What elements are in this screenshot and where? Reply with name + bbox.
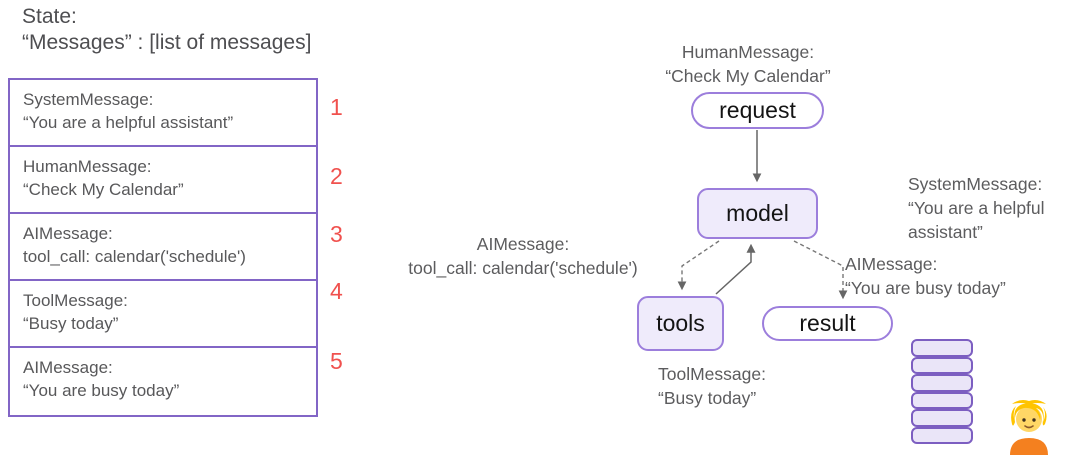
message-row: ToolMessage: “Busy today” xyxy=(10,281,316,348)
messages-table: SystemMessage: “You are a helpful assist… xyxy=(8,78,318,417)
node-request: request xyxy=(691,92,824,129)
message-content: “Check My Calendar” xyxy=(23,180,184,199)
node-tools: tools xyxy=(637,296,724,351)
arrow-model-to-result-dashed xyxy=(793,240,848,300)
label-tool-message: ToolMessage: “Busy today” xyxy=(658,362,766,410)
label-line: tool_call: calendar('schedule') xyxy=(408,258,638,278)
label-ai-toolcall-message: AIMessage: tool_call: calendar('schedule… xyxy=(383,232,663,280)
message-type: AIMessage: xyxy=(23,358,113,377)
arrow-tools-to-model xyxy=(715,243,756,295)
label-line: AIMessage: xyxy=(476,234,570,254)
label-line: “Busy today” xyxy=(658,388,757,408)
message-index: 1 xyxy=(330,94,343,120)
label-line: ToolMessage: xyxy=(658,364,766,384)
message-content: “You are a helpful assistant” xyxy=(23,113,234,132)
label-human-message: HumanMessage: “Check My Calendar” xyxy=(633,40,863,88)
label-ai-busy-message: AIMessage: “You are busy today” xyxy=(845,252,1006,300)
label-line: “Check My Calendar” xyxy=(665,66,831,86)
node-model: model xyxy=(697,188,818,239)
message-index: 5 xyxy=(330,348,343,374)
stack-cell xyxy=(911,409,973,427)
state-title: State: xyxy=(22,5,77,28)
label-line: “You are busy today” xyxy=(845,278,1006,298)
message-content: “You are busy today” xyxy=(23,381,180,400)
arrow-model-to-tools-dashed xyxy=(677,240,720,291)
node-result-label: result xyxy=(799,310,856,336)
stack-cell xyxy=(911,426,973,444)
label-line: HumanMessage: xyxy=(681,42,815,62)
stack-cell xyxy=(911,339,973,357)
label-system-message: SystemMessage: “You are a helpful assist… xyxy=(908,172,1045,244)
message-content: tool_call: calendar('schedule') xyxy=(23,247,246,266)
message-row: HumanMessage: “Check My Calendar” xyxy=(10,147,316,214)
person-icon xyxy=(1010,400,1048,455)
message-index: 2 xyxy=(330,163,343,189)
message-type: AIMessage: xyxy=(23,224,113,243)
label-line: assistant” xyxy=(908,222,983,242)
message-row: AIMessage: “You are busy today” xyxy=(10,348,316,415)
message-type: SystemMessage: xyxy=(23,90,154,109)
message-type: HumanMessage: xyxy=(23,157,152,176)
node-result: result xyxy=(762,306,893,341)
state-subtitle: “Messages” : [list of messages] xyxy=(22,31,312,54)
message-row: AIMessage: tool_call: calendar('schedule… xyxy=(10,214,316,281)
stack-cell xyxy=(911,391,973,409)
message-type: ToolMessage: xyxy=(23,291,128,310)
message-index: 4 xyxy=(330,278,343,304)
label-line: SystemMessage: xyxy=(908,174,1043,194)
message-index: 3 xyxy=(330,221,343,247)
message-content: “Busy today” xyxy=(23,314,119,333)
label-line: “You are a helpful xyxy=(908,198,1045,218)
node-request-label: request xyxy=(719,97,796,123)
node-tools-label: tools xyxy=(656,310,705,336)
node-model-label: model xyxy=(726,200,789,226)
label-line: AIMessage: xyxy=(845,254,938,274)
message-stack xyxy=(911,339,973,444)
message-row: SystemMessage: “You are a helpful assist… xyxy=(10,80,316,147)
stack-cell xyxy=(911,374,973,392)
stack-cell xyxy=(911,356,973,374)
